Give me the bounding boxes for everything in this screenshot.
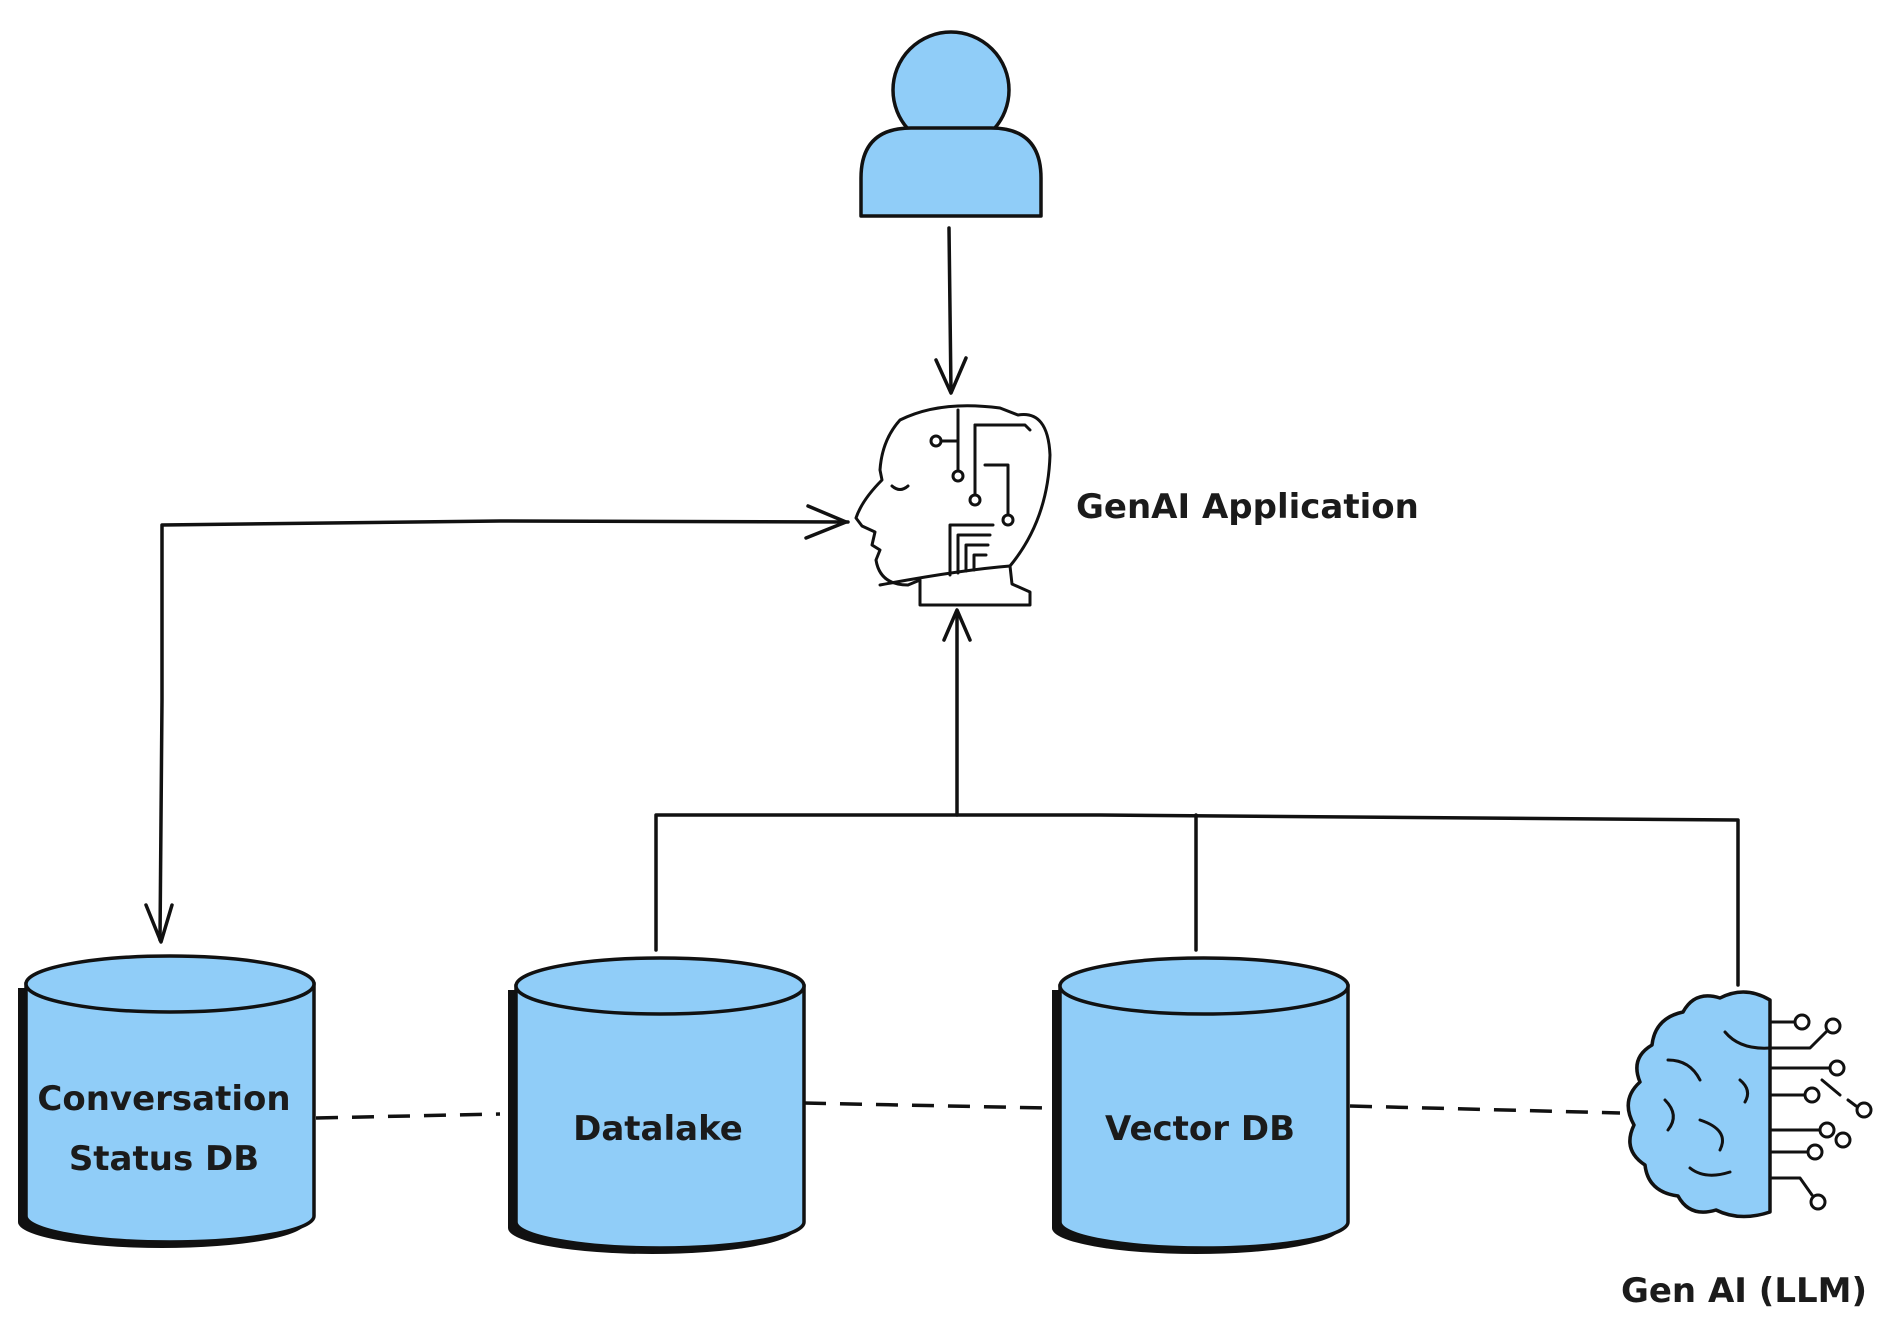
ai-head-icon — [854, 404, 1052, 607]
vector-db-label: Vector DB — [1105, 1109, 1295, 1149]
llm-label: Gen AI (LLM) — [1621, 1271, 1867, 1311]
brain-circuit-icon[interactable] — [1626, 990, 1873, 1219]
arrow-app-conversation-db — [144, 504, 850, 944]
dashed-links — [315, 1101, 1621, 1120]
user-icon — [859, 30, 1043, 218]
genai-app-label: GenAI Application — [1076, 487, 1419, 527]
vector-db[interactable]: Vector DB — [1052, 956, 1350, 1254]
arrow-user-to-app — [934, 226, 968, 395]
conversation-db-label-line1: Conversation — [37, 1079, 290, 1119]
arrow-sources-to-app — [654, 608, 1740, 987]
conversation-status-db[interactable]: Conversation Status DB — [18, 954, 316, 1248]
conversation-db-label-line2: Status DB — [69, 1139, 259, 1179]
datalake-label: Datalake — [573, 1109, 743, 1149]
datalake-db[interactable]: Datalake — [508, 956, 806, 1254]
